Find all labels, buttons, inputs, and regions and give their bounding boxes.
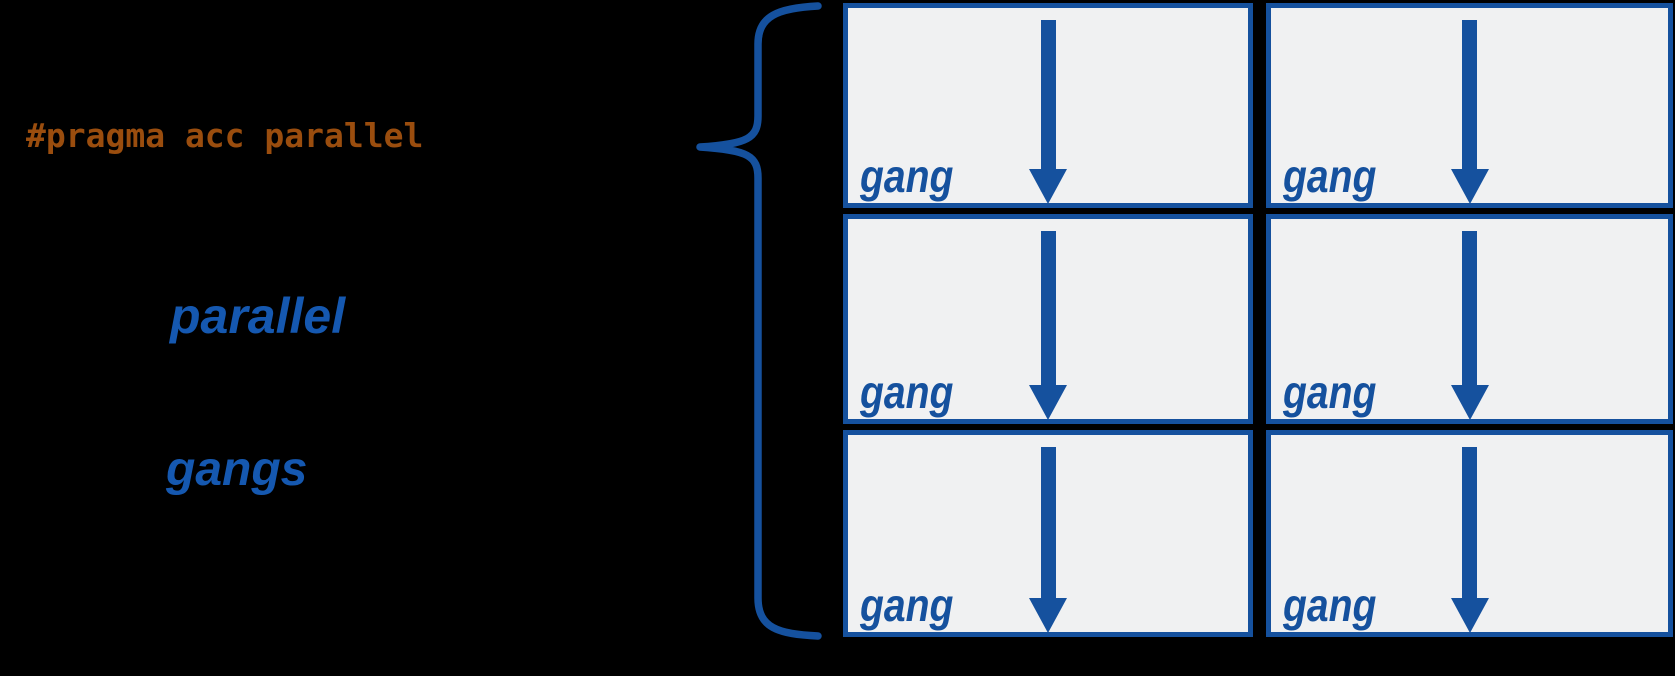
curly-brace-icon [696,2,822,640]
down-arrow-shaft [1462,447,1477,599]
gang-box: gang [843,214,1253,424]
gang-box-label: gang [1283,579,1377,632]
gang-box: gang [843,430,1253,637]
gang-box-label: gang [860,150,954,203]
parallel-keyword-label: parallel [170,288,346,344]
down-arrow-head [1029,598,1067,632]
down-arrow-shaft [1462,231,1477,386]
gang-box-label: gang [860,579,954,632]
gang-box: gang [843,3,1253,208]
gang-grid: gang gang gang gang [843,3,1674,637]
down-arrow-shaft [1040,20,1056,170]
down-arrow-head [1029,385,1067,419]
down-arrow-head [1029,169,1067,203]
gangs-keyword-label: gangs [166,443,308,496]
down-arrow-shaft [1040,447,1056,599]
gang-box-label: gang [1283,366,1377,419]
down-arrow-head [1450,385,1489,419]
down-arrow-shaft [1462,20,1477,170]
gang-box-label: gang [1283,150,1377,203]
down-arrow-shaft [1040,231,1056,386]
down-arrow-head [1450,169,1489,203]
gang-box: gang [1266,214,1673,424]
gang-box: gang [1266,430,1673,637]
down-arrow-head [1450,598,1489,632]
gang-box-label: gang [860,366,954,419]
pragma-directive-label: #pragma acc parallel [26,116,424,155]
gang-box: gang [1266,3,1673,208]
